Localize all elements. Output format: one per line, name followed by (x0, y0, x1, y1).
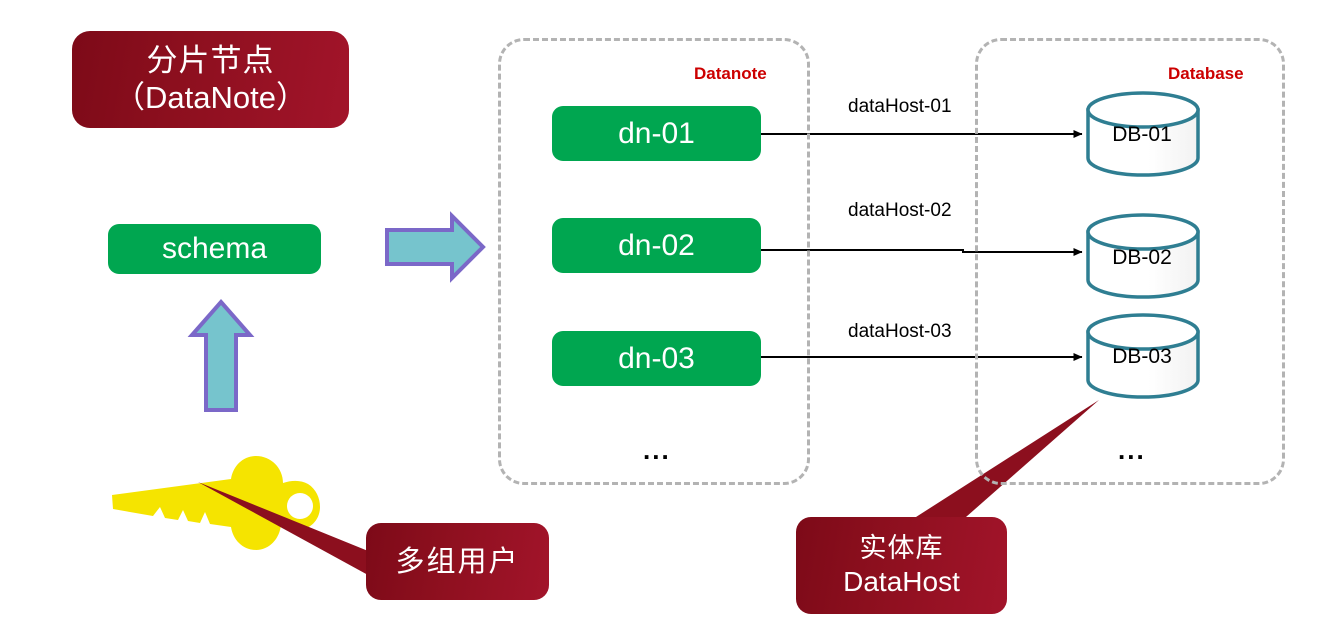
database-label-db-03: DB-03 (1112, 345, 1172, 368)
edge-label-datahost-02: dataHost-02 (848, 200, 952, 221)
group-label-datanote: Datanote (694, 64, 767, 83)
schema-box[interactable]: schema (108, 224, 321, 274)
title-pill-line-en: （DataNote） (114, 79, 307, 115)
database-label-db-02: DB-02 (1112, 246, 1172, 269)
group-label-database: Database (1168, 64, 1244, 83)
ellipsis-datanote: ... (643, 435, 671, 465)
node-box-dn-02[interactable]: dn-02 (552, 218, 761, 273)
node-box-dn-03[interactable]: dn-03 (552, 331, 761, 386)
database-label-db-01: DB-01 (1112, 123, 1172, 146)
group-container-datanote (498, 38, 810, 485)
key-icon (112, 456, 320, 550)
callout-datahost-line-en: DataHost (843, 565, 960, 597)
group-container-database (975, 38, 1285, 485)
block-arrow-right-icon (385, 211, 486, 283)
leader-line-users-callout (198, 482, 378, 575)
callout-datahost-line-cn: 实体库 (859, 533, 944, 565)
edge-label-datahost-01: dataHost-01 (848, 96, 952, 117)
callout-datahost: 实体库 DataHost (796, 517, 1007, 614)
edge-label-datahost-03: dataHost-03 (848, 321, 952, 342)
title-pill-datanote: 分片节点 （DataNote） (72, 31, 349, 128)
block-arrow-up-icon (187, 298, 255, 412)
title-pill-line-cn: 分片节点 (146, 42, 275, 79)
callout-users-line-cn: 多组用户 (395, 544, 520, 579)
ellipsis-database: ... (1118, 435, 1146, 465)
callout-users: 多组用户 (366, 523, 549, 600)
node-box-dn-01[interactable]: dn-01 (552, 106, 761, 161)
